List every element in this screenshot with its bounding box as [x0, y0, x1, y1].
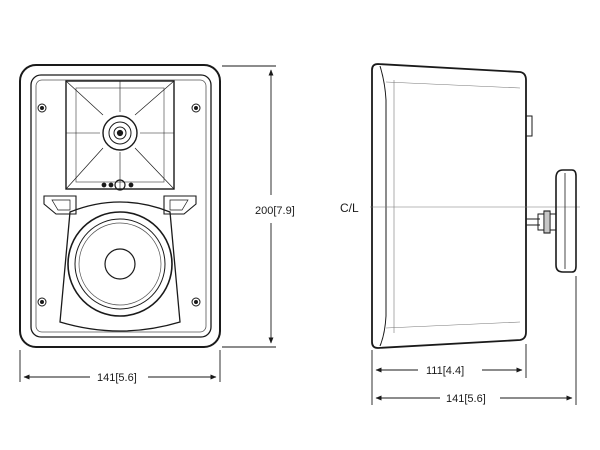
woofer-surround-icon	[67, 211, 173, 317]
screw-icon	[191, 297, 201, 307]
front-width-dimension	[19, 350, 221, 382]
screw-icon	[37, 297, 47, 307]
side-view	[370, 63, 580, 349]
level-switch	[101, 179, 134, 191]
front-height-dimension	[222, 65, 276, 348]
side-depth-dimension	[371, 344, 527, 405]
screw-icon	[37, 103, 47, 113]
side-total-depth-label: 141[5.6]	[446, 393, 486, 405]
side-cabinet	[371, 63, 527, 349]
screw-icon	[191, 103, 201, 113]
mount-stud	[526, 210, 557, 234]
front-width-label: 141[5.6]	[97, 372, 137, 384]
wall-bracket-icon	[555, 169, 577, 273]
side-depth-label: 111[4.4]	[426, 365, 464, 377]
front-view	[19, 64, 221, 348]
knob-icon	[114, 179, 126, 191]
front-inner-frame	[30, 74, 212, 338]
side-total-depth-dimension	[375, 276, 577, 405]
front-screws	[37, 103, 201, 307]
front-height-label: 200[7.9]	[255, 205, 295, 217]
woofer	[59, 201, 181, 332]
front-grille-edge	[35, 79, 207, 333]
front-outer-frame	[19, 64, 221, 348]
tweeter-horn	[65, 80, 175, 190]
centerline-label: C/L	[340, 201, 359, 215]
tweeter-icon	[102, 115, 138, 151]
dust-cap-icon	[104, 248, 136, 280]
side-clips	[43, 195, 197, 215]
